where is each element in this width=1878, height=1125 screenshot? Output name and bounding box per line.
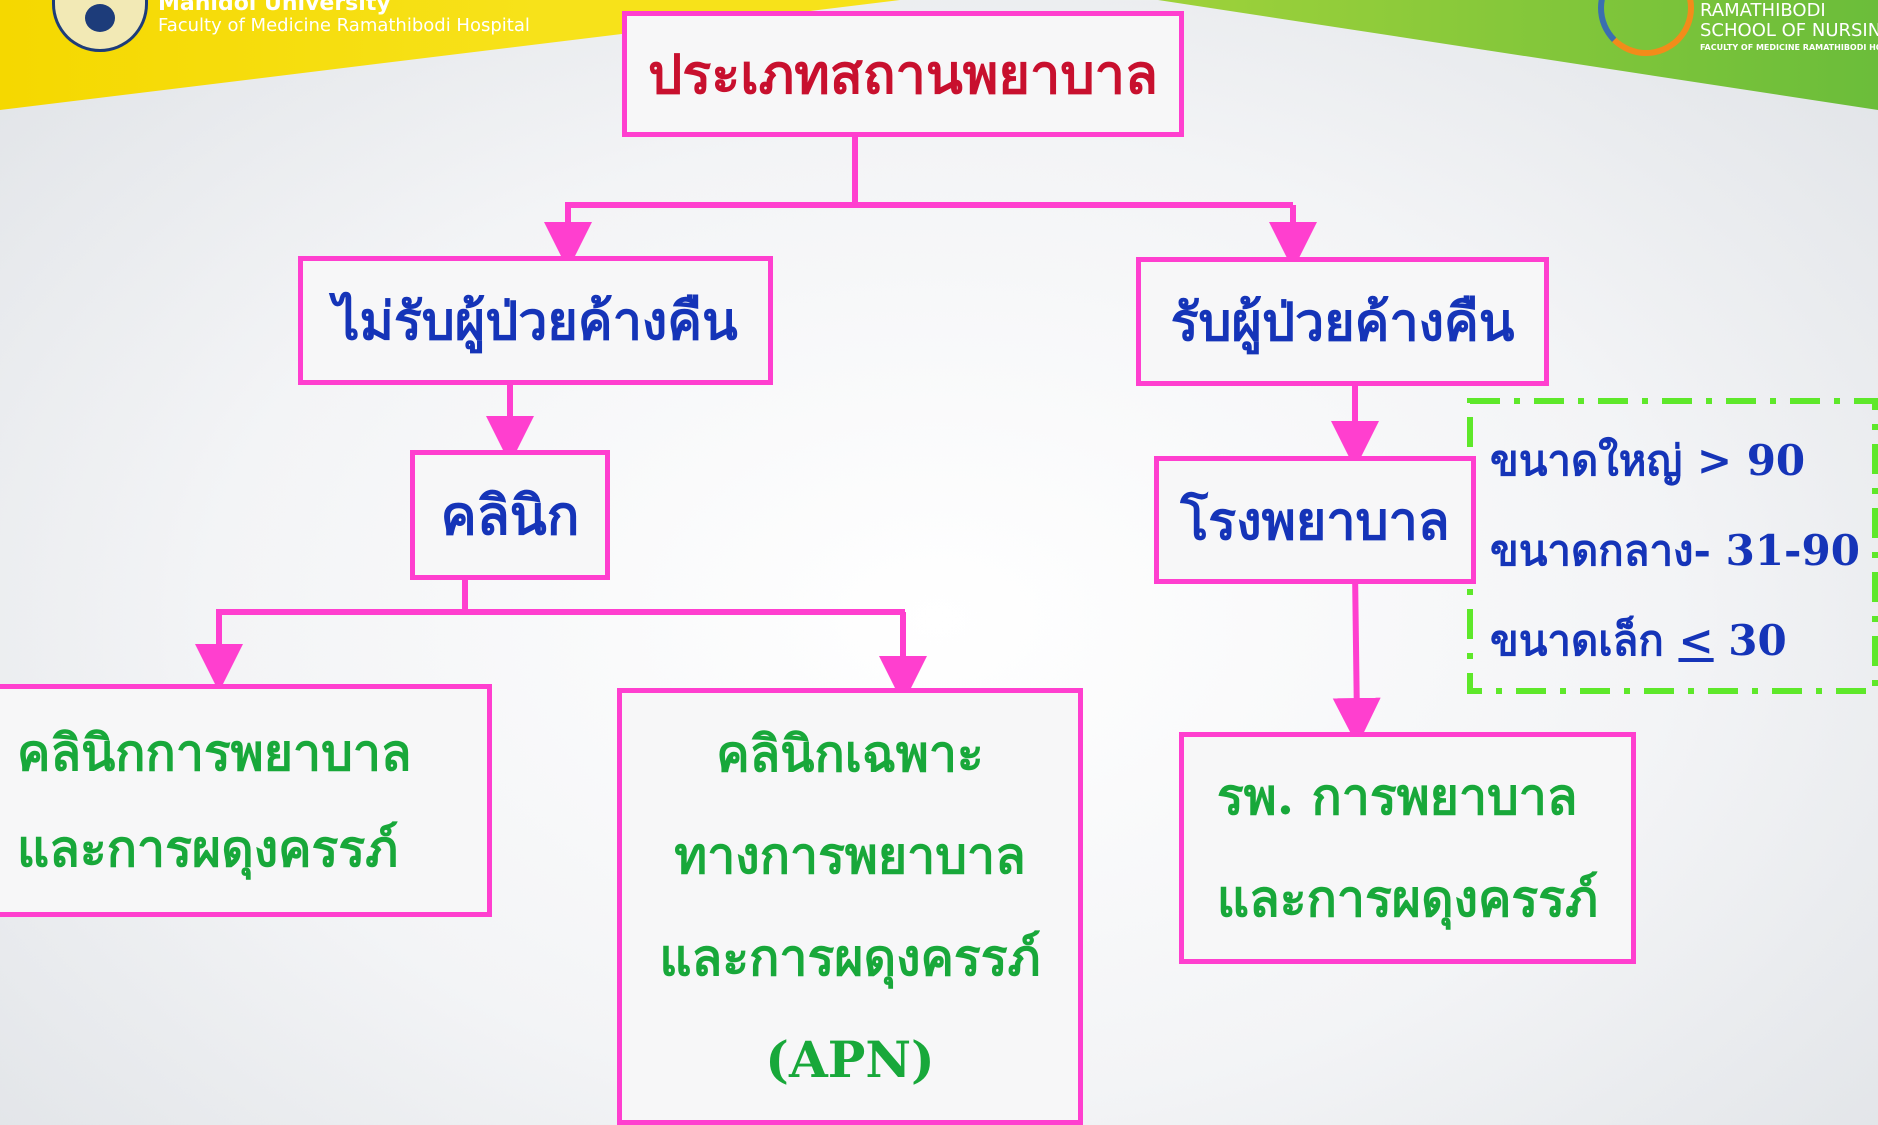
- nursing-clinic-label: คลินิกการพยาบาล และการผดุงครรภ์: [17, 722, 412, 878]
- root-label: ประเภทสถานพยาบาล: [647, 42, 1159, 106]
- outpatient-label: ไม่รับผู้ป่วยค้างคืน: [333, 291, 738, 352]
- hospital-box: โรงพยาบาล: [1154, 456, 1476, 584]
- clinic-box: คลินิก: [410, 450, 610, 580]
- size-medium: ขนาดกลาง- 31-90: [1490, 526, 1860, 575]
- clinic-label: คลินิก: [440, 483, 580, 547]
- apn-clinic-box: คลินิกเฉพาะ ทางการพยาบาล และการผดุงครรภ์…: [617, 688, 1083, 1125]
- nursing-school-name: RAMATHIBODI SCHOOL OF NURSING: [1700, 0, 1878, 41]
- nursing-hospital-box: รพ. การพยาบาล และการผดุงครรภ์: [1179, 732, 1636, 964]
- nursing-clinic-box: คลินิกการพยาบาล และการผดุงครรภ์: [0, 684, 492, 917]
- size-small: ขนาดเล็ก < 30: [1490, 616, 1787, 665]
- inpatient-label: รับผู้ป่วยค้างคืน: [1170, 292, 1515, 353]
- faculty-name: Faculty of Medicine Ramathibodi Hospital: [158, 15, 530, 36]
- root-box: ประเภทสถานพยาบาล: [622, 11, 1184, 137]
- size-large: ขนาดใหญ่ > 90: [1490, 436, 1806, 485]
- nursing-hospital-label: รพ. การพยาบาล และการผดุงครรภ์: [1216, 767, 1599, 928]
- nursing-school-subtitle: FACULTY OF MEDICINE RAMATHIBODI HOSPITAL: [1700, 43, 1878, 52]
- inpatient-box: รับผู้ป่วยค้างคืน: [1136, 257, 1549, 386]
- arrow-to-nursing-hospital: [1332, 569, 1381, 746]
- hospital-label: โรงพยาบาล: [1180, 490, 1450, 552]
- university-name: Mahidol University: [158, 0, 391, 16]
- apn-clinic-label: คลินิกเฉพาะ ทางการพยาบาล และการผดุงครรภ์…: [659, 723, 1041, 1089]
- outpatient-box: ไม่รับผู้ป่วยค้างคืน: [298, 256, 773, 385]
